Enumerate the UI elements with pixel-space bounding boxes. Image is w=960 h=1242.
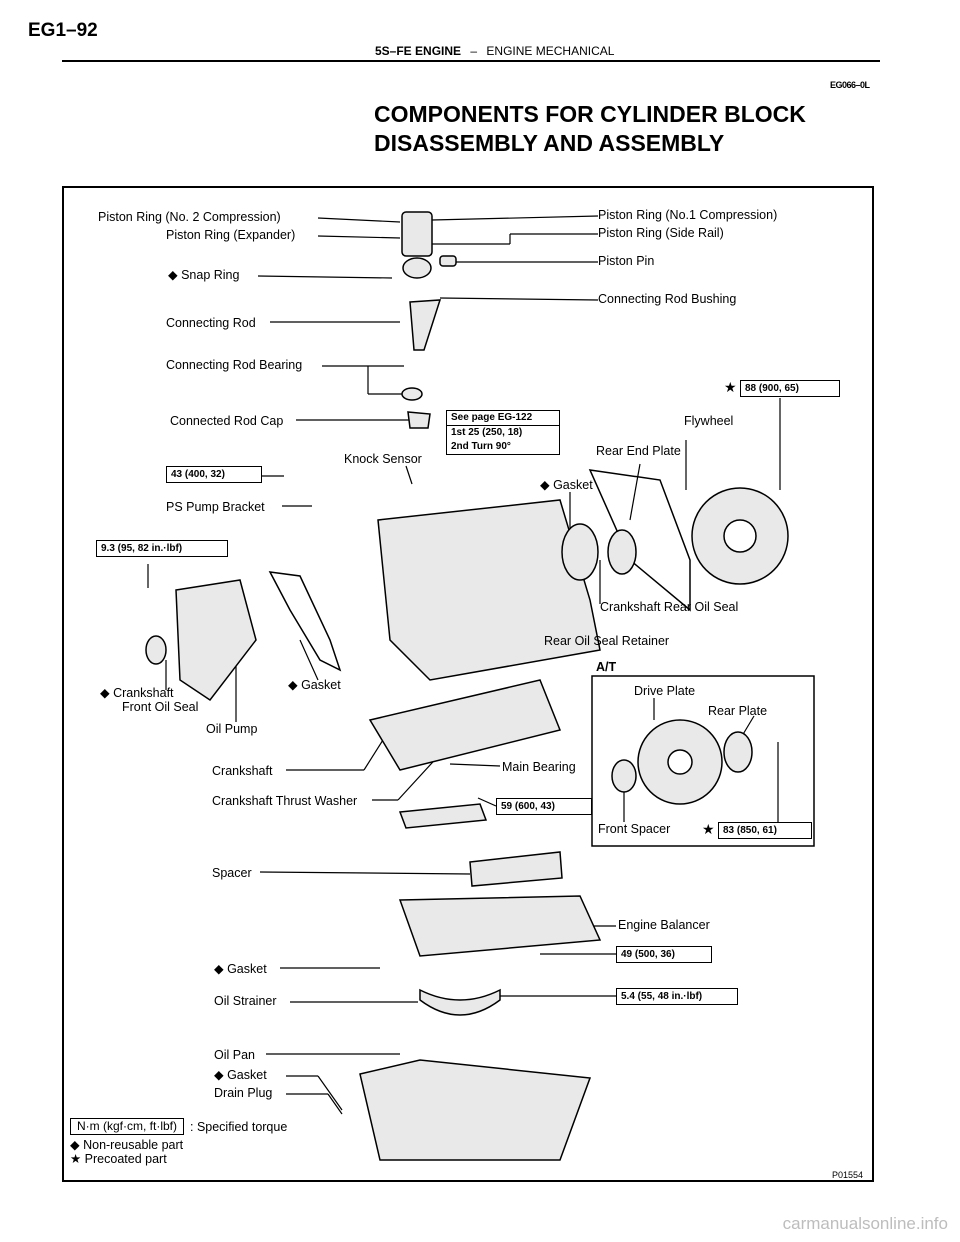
torque-strainer: 5.4 (55, 48 in.·lbf) <box>616 988 738 1005</box>
label-rear-end-plate: Rear End Plate <box>596 444 681 458</box>
torque-flywheel: 88 (900, 65) <box>740 380 840 397</box>
label-connecting-rod: Connecting Rod <box>166 316 256 330</box>
star-icon-drive-plate: ★ <box>702 821 715 837</box>
label-crankshaft: Crankshaft <box>212 764 273 778</box>
label-piston-pin: Piston Pin <box>598 254 655 268</box>
legend: N·m (kgf·cm, ft·lbf) : Specified torque … <box>70 1118 287 1166</box>
figure-frame <box>62 186 874 1182</box>
label-connecting-rod-bearing: Connecting Rod Bearing <box>166 358 303 372</box>
label-at: A/T <box>596 660 617 674</box>
rod-cap-step1: 1st 25 (250, 18) <box>451 427 523 438</box>
torque-drive-plate: 83 (850, 61) <box>718 822 812 839</box>
label-crankshaft-rear-oil-seal: Crankshaft Rear Oil Seal <box>600 600 739 614</box>
reference-code: EG066–0L <box>830 80 870 90</box>
header-separator: – <box>470 44 478 58</box>
rod-cap-torque-note: See page EG-122 1st 25 (250, 18) 2nd Tur… <box>446 410 560 455</box>
legend-torque-row: N·m (kgf·cm, ft·lbf) : Specified torque <box>70 1118 287 1135</box>
title-line-2: DISASSEMBLY AND ASSEMBLY <box>374 130 725 156</box>
title-line-1: COMPONENTS FOR CYLINDER BLOCK <box>374 101 806 127</box>
section-header: 5S–FE ENGINE – ENGINE MECHANICAL <box>375 44 614 58</box>
page-code: EG1–92 <box>28 20 98 41</box>
label-crankshaft-front-oil-seal-line2: Front Oil Seal <box>122 700 199 714</box>
label-spacer: Spacer <box>212 866 252 880</box>
label-main-bearing: Main Bearing <box>502 760 576 774</box>
label-crankshaft-thrust-washer: Crankshaft Thrust Washer <box>212 794 358 808</box>
label-engine-balancer: Engine Balancer <box>618 918 710 932</box>
torque-ps-bracket: 43 (400, 32) <box>166 466 262 483</box>
label-piston-ring-no1: Piston Ring (No.1 Compression) <box>598 208 778 222</box>
footer-watermark: carmanualsonline.info <box>782 1214 948 1233</box>
page-title: COMPONENTS FOR CYLINDER BLOCK DISASSEMBL… <box>374 100 894 158</box>
label-oil-strainer: Oil Strainer <box>214 994 277 1008</box>
legend-torque-desc: : Specified torque <box>190 1119 288 1134</box>
legend-torque-box: N·m (kgf·cm, ft·lbf) <box>70 1118 184 1135</box>
label-piston-ring-side-rail: Piston Ring (Side Rail) <box>598 226 724 240</box>
label-rear-plate: Rear Plate <box>708 704 768 718</box>
label-knock-sensor: Knock Sensor <box>344 452 422 466</box>
label-snap-ring: ◆ Snap Ring <box>168 268 240 282</box>
label-gasket-front: ◆ Gasket <box>288 678 341 692</box>
legend-non-reusable: ◆ Non-reusable part <box>70 1138 184 1152</box>
label-front-spacer: Front Spacer <box>598 822 671 836</box>
legend-precoated: ★ Precoated part <box>70 1152 167 1166</box>
torque-main-cap: 59 (600, 43) <box>496 798 592 815</box>
figure-number: P01554 <box>832 1170 864 1180</box>
label-gasket-pan: ◆ Gasket <box>214 1068 267 1082</box>
label-gasket-rear: ◆ Gasket <box>540 478 593 492</box>
label-oil-pan: Oil Pan <box>214 1048 255 1062</box>
label-crankshaft-front-oil-seal-line1: ◆ Crankshaft <box>100 686 174 700</box>
label-rear-oil-seal-retainer: Rear Oil Seal Retainer <box>544 634 670 648</box>
label-oil-pump: Oil Pump <box>206 722 258 736</box>
header-rule <box>62 60 880 62</box>
engine-name: 5S–FE ENGINE <box>375 44 462 58</box>
torque-balancer: 49 (500, 36) <box>616 946 712 963</box>
label-piston-ring-expander: Piston Ring (Expander) <box>166 228 296 242</box>
star-icon: ★ <box>724 379 737 395</box>
label-flywheel: Flywheel <box>684 414 734 428</box>
label-gasket-balancer: ◆ Gasket <box>214 962 267 976</box>
see-page-ref: See page EG-122 <box>447 411 559 426</box>
torque-front-cover: 9.3 (95, 82 in.·lbf) <box>96 540 228 557</box>
label-piston-ring-no2: Piston Ring (No. 2 Compression) <box>98 210 281 224</box>
label-connecting-rod-bushing: Connecting Rod Bushing <box>598 292 737 306</box>
label-ps-pump-bracket: PS Pump Bracket <box>166 500 265 514</box>
section-name: ENGINE MECHANICAL <box>486 44 615 58</box>
label-crankshaft-front-oil-seal: ◆ Crankshaft Front Oil Seal <box>100 686 198 714</box>
rod-cap-step2: 2nd Turn 90° <box>451 441 511 452</box>
label-drive-plate: Drive Plate <box>634 684 696 698</box>
label-drain-plug: Drain Plug <box>214 1086 273 1100</box>
label-connected-rod-cap: Connected Rod Cap <box>170 414 284 428</box>
